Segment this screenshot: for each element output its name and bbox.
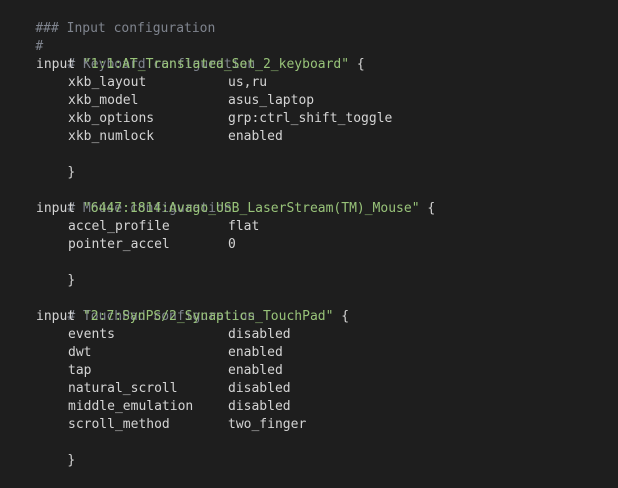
setting-value: flat xyxy=(228,219,260,234)
setting-key: xkb_options xyxy=(68,111,155,126)
setting-value: disabled xyxy=(228,381,291,396)
setting-value: enabled xyxy=(228,345,283,360)
input-keyword: input xyxy=(36,309,76,324)
code-line: } xyxy=(4,146,618,180)
open-brace: { xyxy=(341,309,350,324)
setting-line: tap enabled xyxy=(4,362,618,380)
code-line: } xyxy=(4,434,618,468)
setting-value: grp:ctrl_shift_toggle xyxy=(228,111,393,126)
close-brace: } xyxy=(67,273,76,288)
setting-value: two_finger xyxy=(228,417,307,432)
setting-line: natural_scroll disabled xyxy=(4,380,618,398)
code-line: input "2:7:SynPS/2_Synaptics_TouchPad" { xyxy=(4,308,618,326)
block-comment-touchpad: # TouchPad configuration xyxy=(67,309,256,324)
code-line: # xyxy=(4,20,618,54)
setting-key: xkb_model xyxy=(68,93,139,108)
code-line: input "1:1:AT_Translated_Set_2_keyboard"… xyxy=(4,56,618,74)
setting-value: asus_laptop xyxy=(228,93,315,108)
block-comment-mouse: # Mouse configuration xyxy=(67,201,232,216)
setting-line: events disabled xyxy=(4,326,618,344)
setting-line: xkb_numlock enabled xyxy=(4,128,618,146)
setting-value: enabled xyxy=(228,363,283,378)
setting-key: tap xyxy=(68,363,92,378)
setting-line: accel_profile flat xyxy=(4,218,618,236)
code-line: input "6447:1814:Avago_USB_LaserStream(T… xyxy=(4,200,618,218)
device-identifier: "2:7:SynPS/2_Synaptics_TouchPad" xyxy=(82,309,334,324)
setting-line: middle_emulation disabled xyxy=(4,398,618,416)
code-line: # Keyboard configuration xyxy=(4,38,618,72)
setting-key: scroll_method xyxy=(68,417,170,432)
code-line: # TouchPad configuration xyxy=(4,290,618,324)
setting-key: natural_scroll xyxy=(68,381,178,396)
setting-key: xkb_layout xyxy=(68,75,147,90)
setting-line: pointer_accel 0 xyxy=(4,236,618,254)
setting-key: pointer_accel xyxy=(68,237,170,252)
setting-key: events xyxy=(68,327,115,342)
device-identifier: "1:1:AT_Translated_Set_2_keyboard" xyxy=(82,57,350,72)
setting-value: disabled xyxy=(228,327,291,342)
input-keyword: input xyxy=(36,57,76,72)
setting-line: xkb_options grp:ctrl_shift_toggle xyxy=(4,110,618,128)
blank-line xyxy=(4,272,618,290)
setting-value: us,ru xyxy=(228,75,268,90)
open-brace: { xyxy=(356,57,365,72)
setting-key: xkb_numlock xyxy=(68,129,155,144)
code-line: ### Input configuration xyxy=(4,2,618,36)
open-brace: { xyxy=(427,201,436,216)
setting-value: 0 xyxy=(228,237,236,252)
code-line: # Mouse configuration xyxy=(4,182,618,216)
input-keyword: input xyxy=(36,201,76,216)
code-editor[interactable]: ### Input configuration # # Keyboard con… xyxy=(0,0,618,468)
header-comment: ### Input configuration xyxy=(35,21,216,36)
setting-key: accel_profile xyxy=(68,219,170,234)
close-brace: } xyxy=(67,453,76,468)
setting-key: dwt xyxy=(68,345,92,360)
setting-line: xkb_layout us,ru xyxy=(4,74,618,92)
block-comment-keyboard: # Keyboard configuration xyxy=(67,57,256,72)
close-brace: } xyxy=(67,165,76,180)
setting-line: scroll_method two_finger xyxy=(4,416,618,434)
setting-value: enabled xyxy=(228,129,283,144)
setting-line: xkb_model asus_laptop xyxy=(4,92,618,110)
hash-comment: # xyxy=(35,39,44,54)
setting-value: disabled xyxy=(228,399,291,414)
blank-line xyxy=(4,164,618,182)
setting-line: dwt enabled xyxy=(4,344,618,362)
setting-key: middle_emulation xyxy=(68,399,194,414)
code-line: } xyxy=(4,254,618,288)
device-identifier: "6447:1814:Avago_USB_LaserStream(TM)_Mou… xyxy=(82,201,420,216)
